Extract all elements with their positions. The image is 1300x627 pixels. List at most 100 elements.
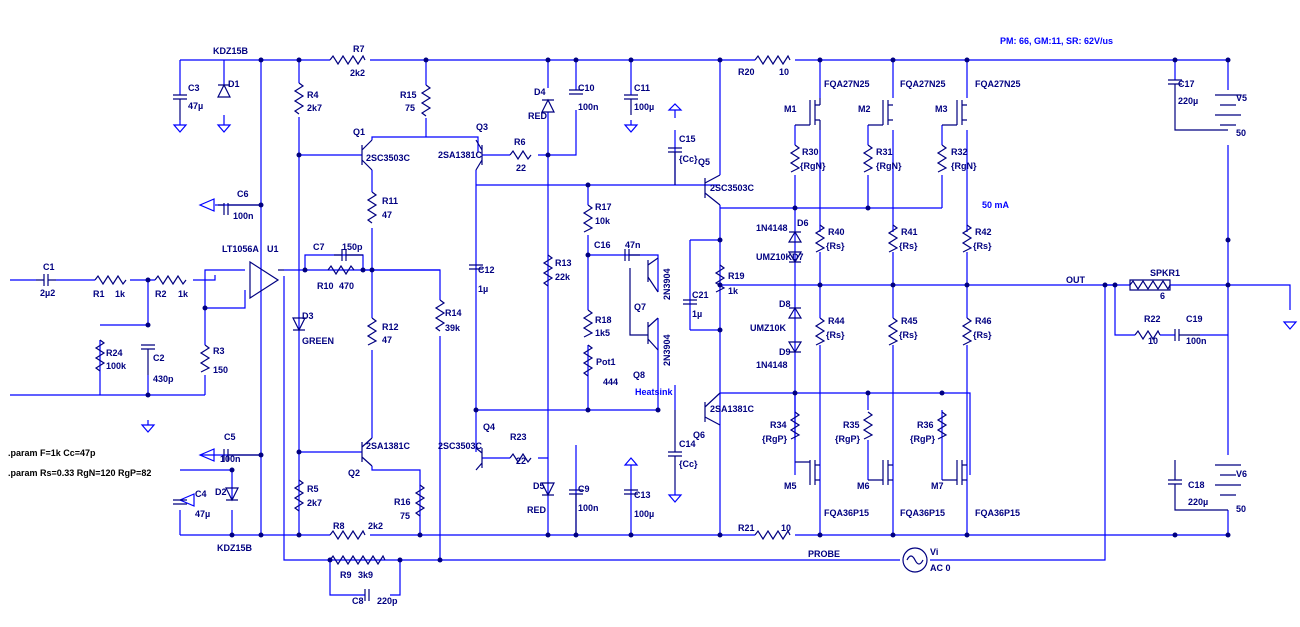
R16-value: 75: [400, 511, 410, 521]
R44-name: R44: [828, 316, 845, 326]
C10-name: C10: [578, 83, 595, 93]
D2-name: D2: [215, 487, 227, 497]
R12-value: 47: [382, 335, 392, 345]
R32-name: R32: [951, 147, 968, 157]
M1-name: M1: [784, 104, 797, 114]
R31-value: {RgN}: [876, 161, 902, 171]
R12-name: R12: [382, 322, 399, 332]
V5-value: 50: [1236, 128, 1246, 138]
R45-name: R45: [901, 316, 918, 326]
C8-name: C8: [352, 596, 364, 606]
diode-symbols: [217, 83, 803, 502]
Q5-part: 2SC3503C: [710, 183, 755, 193]
wires: [10, 59, 1291, 596]
M5-name: M5: [784, 481, 797, 491]
R4-value: 2k7: [307, 103, 322, 113]
R40-value: {Rs}: [826, 241, 845, 251]
labels: PM: 66, GM:11, SR: 62V/us 50 mA Heatsink…: [8, 36, 1247, 606]
C14-name: C14: [679, 439, 696, 449]
R20-value: 10: [779, 67, 789, 77]
R1-value: 1k: [115, 289, 126, 299]
param-directive-2: .param Rs=0.33 RgN=120 RgP=82: [8, 468, 151, 478]
SPKR1-name: SPKR1: [1150, 268, 1180, 278]
D6-name: D6: [797, 218, 809, 228]
R34-value: {RgP}: [762, 434, 788, 444]
R18-value: 1k5: [595, 328, 610, 338]
probe-label: PROBE: [808, 549, 840, 559]
R23-value: 22: [516, 456, 526, 466]
C19-value: 100n: [1186, 336, 1207, 346]
Q6-part: 2SA1381C: [710, 404, 755, 414]
Q1-name: Q1: [353, 127, 365, 137]
R41-name: R41: [901, 227, 918, 237]
C21-name: C21: [692, 290, 709, 300]
C3-value: 47µ: [188, 101, 203, 111]
M7-name: M7: [931, 481, 944, 491]
R30-value: {RgN}: [800, 161, 826, 171]
D8-part: UMZ10K: [750, 323, 787, 333]
D7-name: D7: [792, 252, 804, 262]
R8-value: 2k2: [368, 521, 383, 531]
C11-value: 100µ: [634, 102, 654, 112]
D7-part: UMZ10K: [756, 252, 793, 262]
M6-part: FQA36P15: [900, 508, 945, 518]
header-stats: PM: 66, GM:11, SR: 62V/us: [1000, 36, 1113, 46]
R24-name: R24: [106, 348, 123, 358]
C12-value: 1µ: [478, 284, 488, 294]
C16-value: 47n: [625, 240, 641, 250]
C8-value: 220p: [377, 596, 398, 606]
source-symbols: [902, 94, 1241, 573]
R6-value: 22: [516, 163, 526, 173]
R19-name: R19: [728, 271, 745, 281]
C16-name: C16: [594, 240, 611, 250]
D9-part: 1N4148: [756, 360, 788, 370]
C18-name: C18: [1188, 480, 1205, 490]
R35-value: {RgP}: [835, 434, 861, 444]
R16-name: R16: [394, 497, 411, 507]
Q3-part: 2SA1381C: [438, 150, 483, 160]
Q1-part: 2SC3503C: [366, 153, 411, 163]
M5-part: FQA36P15: [824, 508, 869, 518]
ground-symbols: [140, 103, 1298, 507]
R11-value: 47: [382, 210, 392, 220]
R8-name: R8: [333, 521, 345, 531]
R35-name: R35: [843, 420, 860, 430]
R14-name: R14: [445, 308, 462, 318]
V5-name: V5: [1236, 93, 1247, 103]
C19-name: C19: [1186, 314, 1203, 324]
C6-value: 100n: [233, 211, 254, 221]
C14-value: {Cc}: [679, 459, 698, 469]
R36-value: {RgP}: [910, 434, 936, 444]
R4-name: R4: [307, 90, 319, 100]
R1-name: R1: [93, 289, 105, 299]
C2-value: 430p: [153, 374, 174, 384]
R44-value: {Rs}: [826, 330, 845, 340]
D8-name: D8: [779, 299, 791, 309]
param-directive-1: .param F=1k Cc=47p: [8, 448, 96, 458]
C13-value: 100µ: [634, 509, 654, 519]
M6-name: M6: [857, 481, 870, 491]
Q5-name: Q5: [698, 157, 710, 167]
C10-value: 100n: [578, 102, 599, 112]
Q7-part: 2N3904: [662, 268, 672, 300]
R21-name: R21: [738, 523, 755, 533]
R19-value: 1k: [728, 286, 739, 296]
C18-value: 220µ: [1188, 497, 1208, 507]
C15-name: C15: [679, 134, 696, 144]
C5-name: C5: [224, 432, 236, 442]
Vi-name: Vi: [930, 547, 938, 557]
C3-name: C3: [188, 83, 200, 93]
U1-name: U1: [267, 244, 279, 254]
M3-part: FQA27N25: [975, 79, 1021, 89]
R34-name: R34: [770, 420, 787, 430]
Vi-value: AC 0: [930, 563, 951, 573]
capacitor-symbols: [36, 79, 1228, 601]
M7-part: FQA36P15: [975, 508, 1020, 518]
R10-value: 470: [339, 281, 354, 291]
D1-part: KDZ15B: [213, 46, 249, 56]
Q8-part: 2N3904: [662, 334, 672, 366]
R42-name: R42: [975, 227, 992, 237]
D1-name: D1: [228, 79, 240, 89]
R17-value: 10k: [595, 216, 611, 226]
R46-name: R46: [975, 316, 992, 326]
